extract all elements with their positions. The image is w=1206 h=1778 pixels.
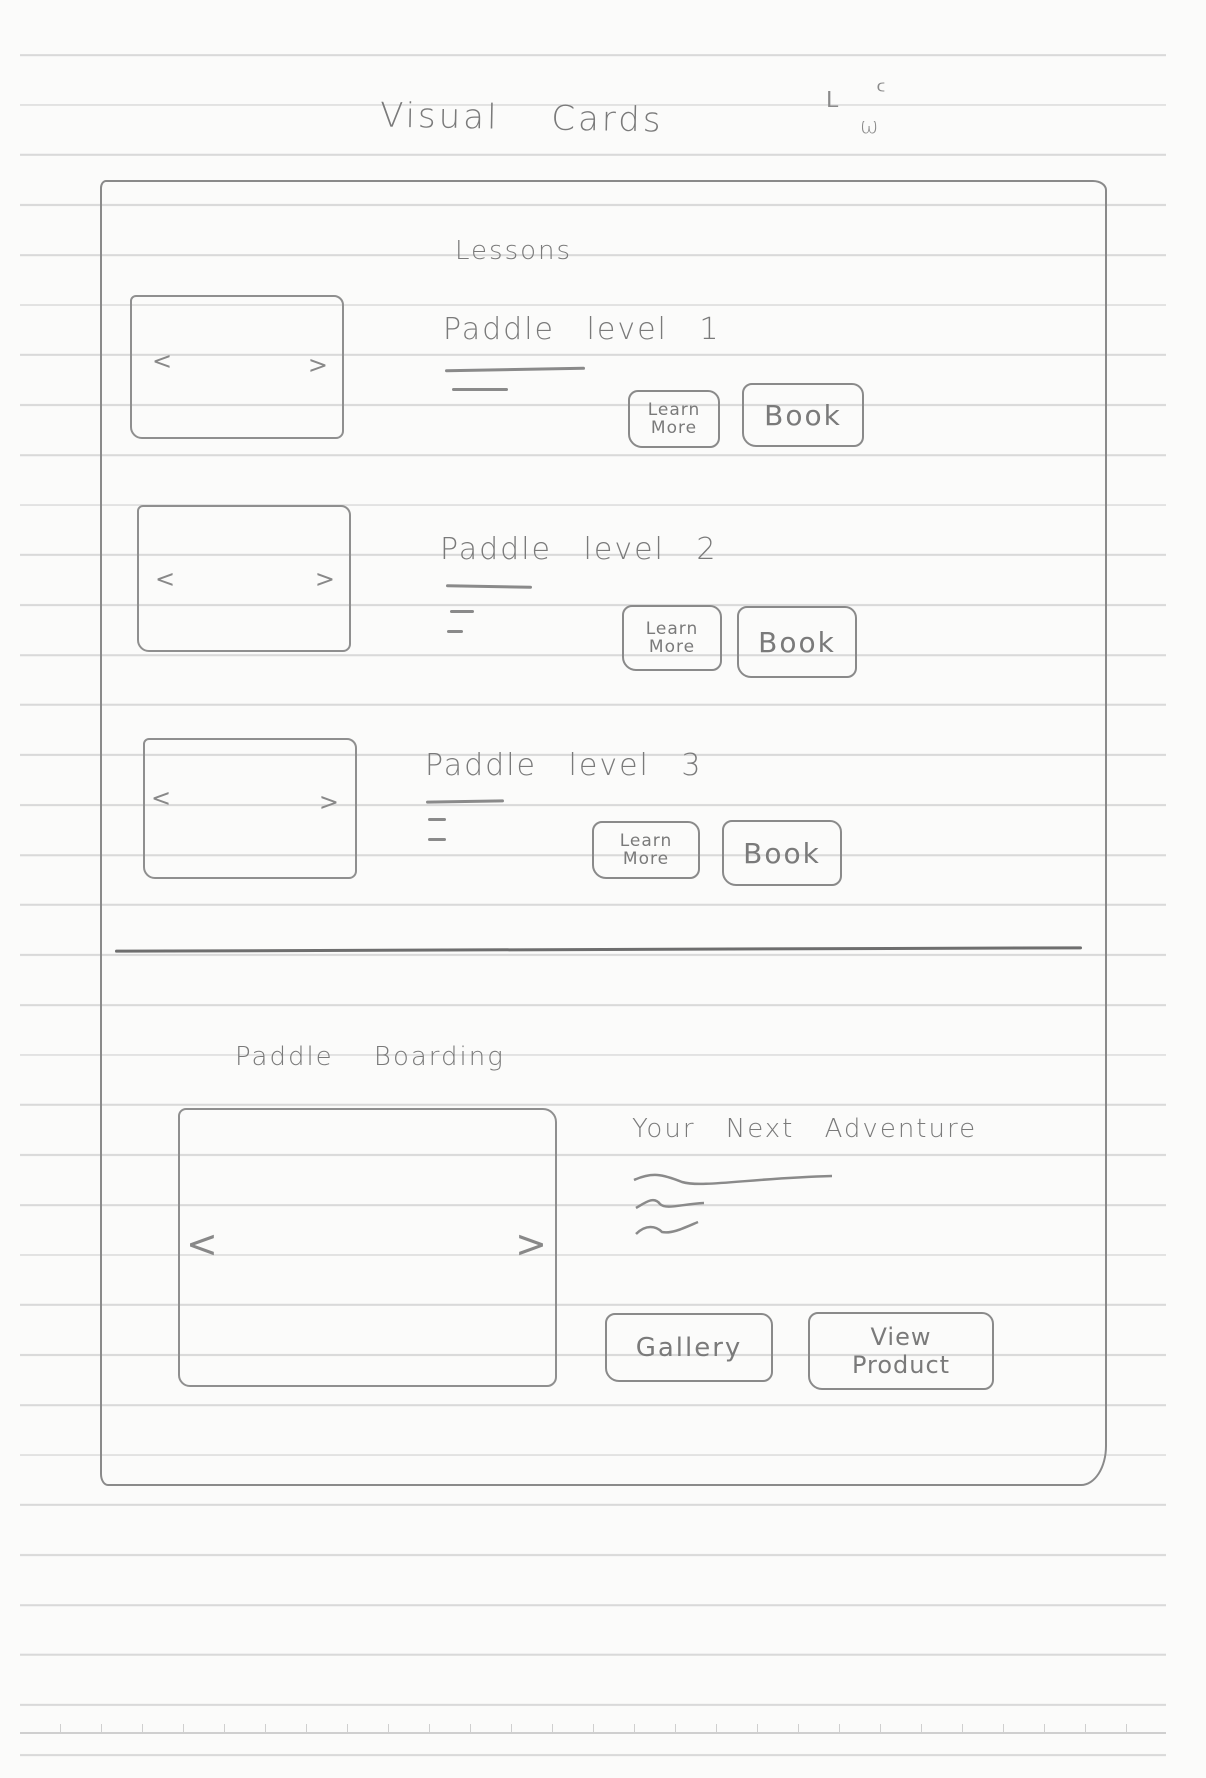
lesson-2-book-button[interactable]: Book — [737, 606, 857, 678]
lesson-3-description-line — [428, 818, 446, 821]
chevron-left-icon[interactable]: < — [186, 1222, 218, 1266]
lesson-1-learn-more-button[interactable]: Learn More — [628, 390, 720, 448]
chevron-right-icon[interactable]: > — [307, 351, 328, 379]
lesson-1-image-carousel[interactable]: < > — [130, 295, 344, 439]
adventure-description-scribbles — [633, 1173, 833, 1235]
chevron-right-icon[interactable]: > — [515, 1222, 547, 1266]
lesson-2-title: Paddle level 2 — [440, 532, 718, 567]
lesson-3-title: Paddle level 3 — [425, 748, 703, 783]
lesson-3-image-carousel[interactable]: < > — [143, 738, 357, 879]
lesson-3-book-button[interactable]: Book — [722, 820, 842, 886]
gallery-button[interactable]: Gallery — [605, 1313, 773, 1382]
lessons-heading: Lessons — [455, 236, 573, 266]
lesson-2-description-line — [447, 630, 463, 633]
paddle-boarding-image-carousel[interactable]: < > — [178, 1108, 557, 1387]
chevron-right-icon[interactable]: > — [318, 788, 339, 816]
lesson-2-description-line — [450, 610, 474, 613]
chevron-right-icon[interactable]: > — [314, 565, 335, 593]
paddle-boarding-heading: Paddle Boarding — [235, 1042, 505, 1072]
lesson-2-image-carousel[interactable]: < > — [137, 505, 351, 652]
lesson-2-learn-more-button[interactable]: Learn More — [622, 605, 722, 671]
notebook-ruler-margin — [20, 1724, 1166, 1734]
chevron-left-icon[interactable]: < — [152, 347, 173, 375]
page-title: Visual Cards — [379, 95, 664, 141]
lesson-1-title: Paddle level 1 — [443, 312, 721, 347]
view-product-button[interactable]: View Product — [808, 1312, 994, 1390]
lesson-1-book-button[interactable]: Book — [742, 383, 864, 447]
chevron-left-icon[interactable]: < — [151, 784, 172, 812]
page-frame — [100, 180, 1107, 1486]
lesson-3-learn-more-button[interactable]: Learn More — [592, 821, 700, 879]
lesson-3-description-line — [428, 838, 446, 841]
chevron-left-icon[interactable]: < — [155, 565, 176, 593]
adventure-card-title: Your Next Adventure — [632, 1114, 978, 1144]
lesson-1-description-line — [452, 388, 508, 391]
